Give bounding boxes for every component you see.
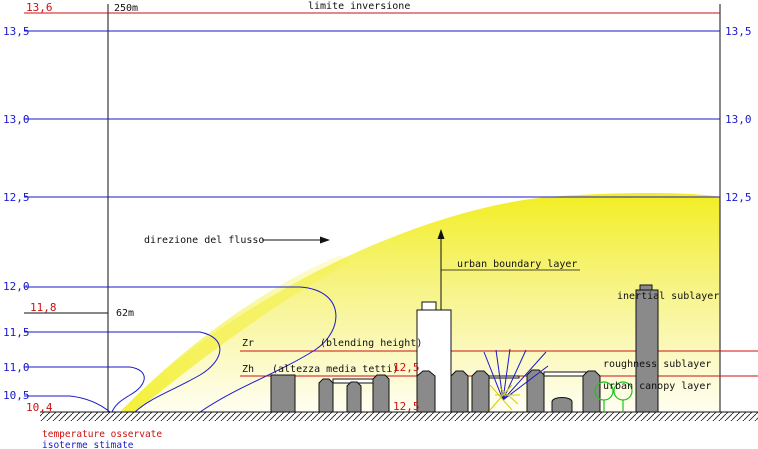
left-isotherm-11-0-label: 11,0: [3, 361, 30, 374]
urban-boundary-layer-label: urban boundary layer: [457, 259, 577, 270]
left-isotherm-13-5-label: 13,5: [3, 25, 30, 38]
flow-direction-arrow: [262, 236, 330, 244]
zr-label: Zr: [242, 338, 254, 349]
blending-height-label: (blending height): [320, 338, 422, 349]
internal-boundary-layer-plume: [120, 255, 350, 412]
urban-boundary-layer-dome: [120, 193, 720, 412]
legend-estimated-isotherms: isoterme stimate: [42, 440, 134, 449]
height-250m-label: 250m: [114, 3, 138, 14]
inversion-limit-label: limite inversione: [308, 1, 410, 12]
inertial-sublayer-label: inertial sublayer: [617, 291, 719, 302]
left-isotherm-10-5-label: 10,5: [3, 389, 30, 402]
height-62m-label: 62m: [116, 308, 134, 319]
observed-13-6-label: 13,6: [26, 1, 53, 14]
right-isotherm-13-0-label: 13,0: [725, 113, 752, 126]
right-isotherm-12-5-label: 12,5: [725, 191, 752, 204]
roof-height-label: (altezza media tetti): [272, 364, 398, 375]
roughness-sublayer-label: roughness sublayer: [603, 359, 711, 370]
urban-canopy-layer-label: urban canopy layer: [603, 381, 711, 392]
observed-12-5-roof-label: 12,5: [393, 361, 420, 374]
left-isotherm-12-5-label: 12,5: [3, 191, 30, 204]
isotherm-12-0: [24, 286, 337, 413]
zh-label: Zh: [242, 364, 254, 375]
observed-12-5-ground-label: 12,5: [393, 400, 420, 413]
street-canyon-flow: [483, 348, 549, 411]
isotherm-11-5: [24, 331, 221, 413]
left-isotherm-11-5-label: 11,5: [3, 326, 30, 339]
city-buildings: [270, 284, 659, 413]
trees: [594, 381, 633, 412]
flow-direction-label: direzione del flusso: [144, 235, 264, 246]
ground-hatch: [40, 412, 758, 421]
left-isotherm-12-0-label: 12,0: [3, 280, 30, 293]
isotherm-11-0: [24, 366, 145, 413]
observed-10-4-label: 10,4: [26, 401, 53, 414]
isotherm-10-5: [24, 395, 111, 413]
right-isotherm-13-5-label: 13,5: [725, 25, 752, 38]
legend-observed-temperatures: temperature osservate: [42, 429, 162, 440]
observed-11-8-label: 11,8: [30, 301, 57, 314]
left-isotherm-13-0-label: 13,0: [3, 113, 30, 126]
